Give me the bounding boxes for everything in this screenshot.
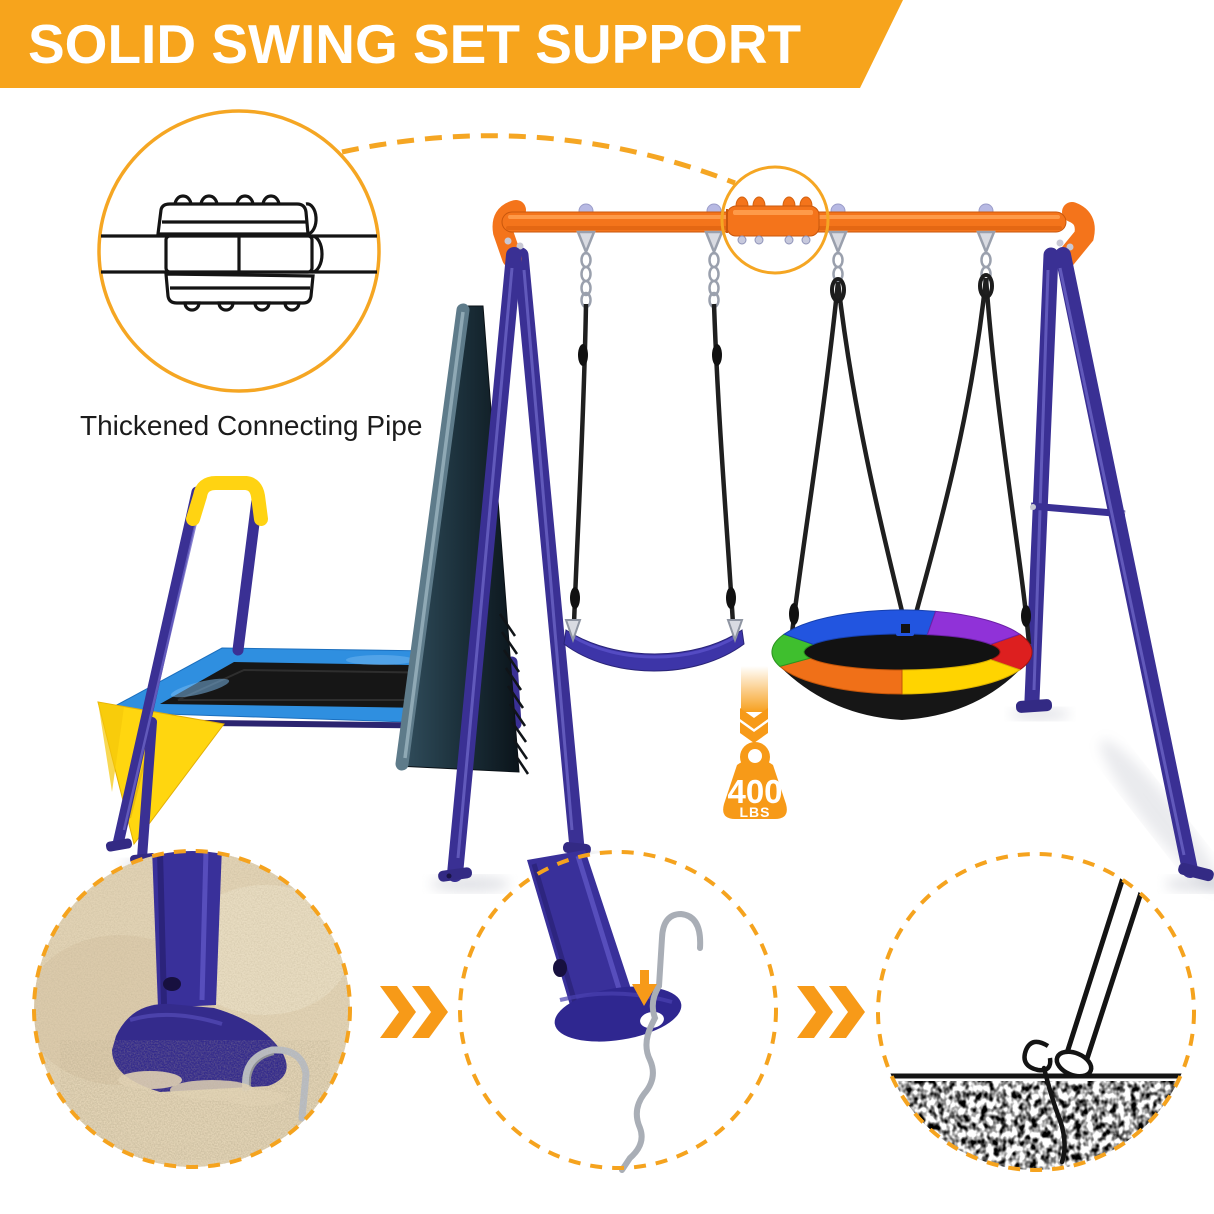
weight-kettlebell-icon: 400 LBS — [723, 742, 787, 820]
right-a-frame-front-leg — [1055, 247, 1214, 882]
trampoline — [97, 476, 522, 864]
dashed-circle-border — [876, 852, 1196, 1172]
callout-label: Thickened Connecting Pipe — [80, 410, 423, 441]
dashed-circle-border — [32, 849, 352, 1169]
banner-text: SOLID SWING SET SUPPORT — [28, 13, 802, 75]
connector-callout — [97, 109, 830, 393]
saucer-swing — [771, 273, 1033, 720]
beam-connector — [726, 196, 820, 245]
leg-stake-ground-diagram — [878, 854, 1194, 1170]
mesh-panel — [395, 303, 530, 775]
swing-hangers — [576, 230, 996, 309]
dashed-circle-border — [458, 850, 778, 1170]
detail-circle-stake-sand — [32, 849, 352, 1169]
connector-highlight-circle — [720, 165, 830, 275]
right-a-frame-rear-leg — [1015, 247, 1059, 713]
top-beam — [492, 196, 1095, 268]
weight-unit: LBS — [740, 804, 771, 820]
leg-stake-insert-photo — [460, 850, 776, 1173]
detail-circle-stake-insert — [458, 850, 778, 1173]
title-banner: SOLID SWING SET SUPPORT — [0, 0, 903, 88]
trampoline-handlebar — [105, 476, 268, 852]
leg-stake-in-sand-photo — [34, 851, 350, 1167]
ground-stake — [619, 910, 704, 1173]
weight-value: 400 — [727, 773, 782, 810]
chevron-right-double-icon-right — [797, 986, 865, 1038]
left-a-frame-front-leg — [438, 247, 522, 882]
fade-bar — [741, 666, 768, 712]
trampoline-skirt — [97, 701, 225, 846]
belt-swing — [563, 303, 745, 672]
mesh-springs — [498, 613, 530, 775]
connecting-pipe-diagram — [101, 194, 377, 312]
dashed-leader-line — [341, 133, 736, 186]
weight-capacity-badge: 400 LBS — [723, 666, 787, 820]
detail-circle-stake-diagram — [876, 852, 1196, 1172]
swing-set — [97, 196, 1214, 892]
chevron-down-double-icon — [740, 708, 768, 743]
chevron-right-double-icon-left — [380, 986, 448, 1038]
insert-arrow-icon — [632, 970, 657, 1006]
